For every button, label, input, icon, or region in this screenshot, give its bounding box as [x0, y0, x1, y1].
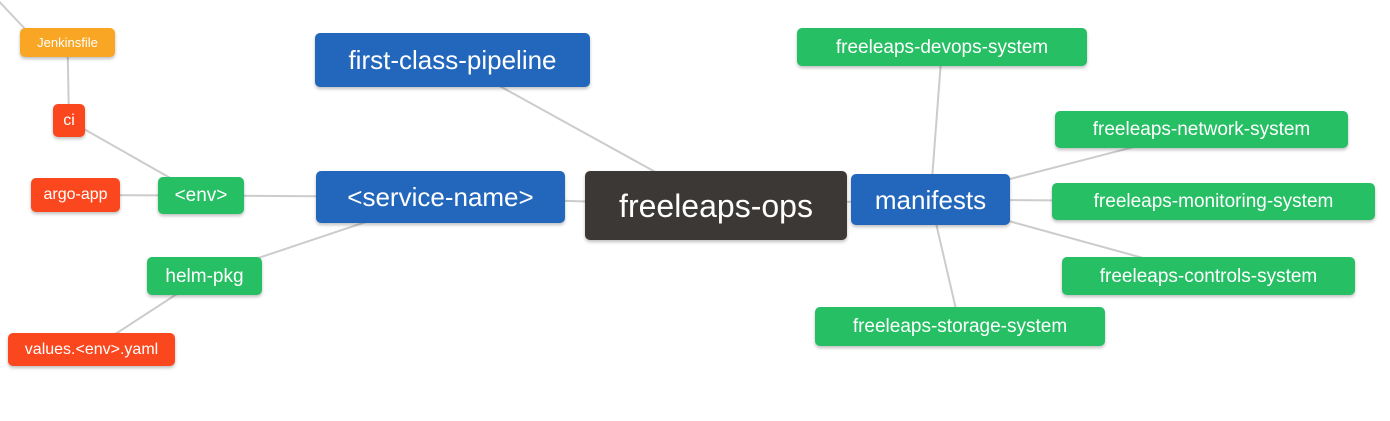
node-freeleaps-ops[interactable]: freeleaps-ops	[585, 171, 847, 240]
node-first-class-pipeline[interactable]: first-class-pipeline	[315, 33, 590, 87]
node-freeleaps-controls-system[interactable]: freeleaps-controls-system	[1062, 257, 1355, 295]
node-ci[interactable]: ci	[53, 104, 85, 137]
node-jenkinsfile[interactable]: Jenkinsfile	[20, 28, 115, 57]
node-freeleaps-devops-system[interactable]: freeleaps-devops-system	[797, 28, 1087, 66]
node-values-env-yaml[interactable]: values.<env>.yaml	[8, 333, 175, 366]
node-helm-pkg[interactable]: helm-pkg	[147, 257, 262, 295]
node-freeleaps-network-system[interactable]: freeleaps-network-system	[1055, 111, 1348, 148]
node-service-name[interactable]: <service-name>	[316, 171, 565, 223]
node-freeleaps-storage-system[interactable]: freeleaps-storage-system	[815, 307, 1105, 346]
edge-line	[0, 1, 27, 31]
node-env[interactable]: <env>	[158, 177, 244, 214]
node-argo-app[interactable]: argo-app	[31, 178, 120, 212]
node-manifests[interactable]: manifests	[851, 174, 1010, 225]
node-freeleaps-monitoring-system[interactable]: freeleaps-monitoring-system	[1052, 183, 1375, 220]
